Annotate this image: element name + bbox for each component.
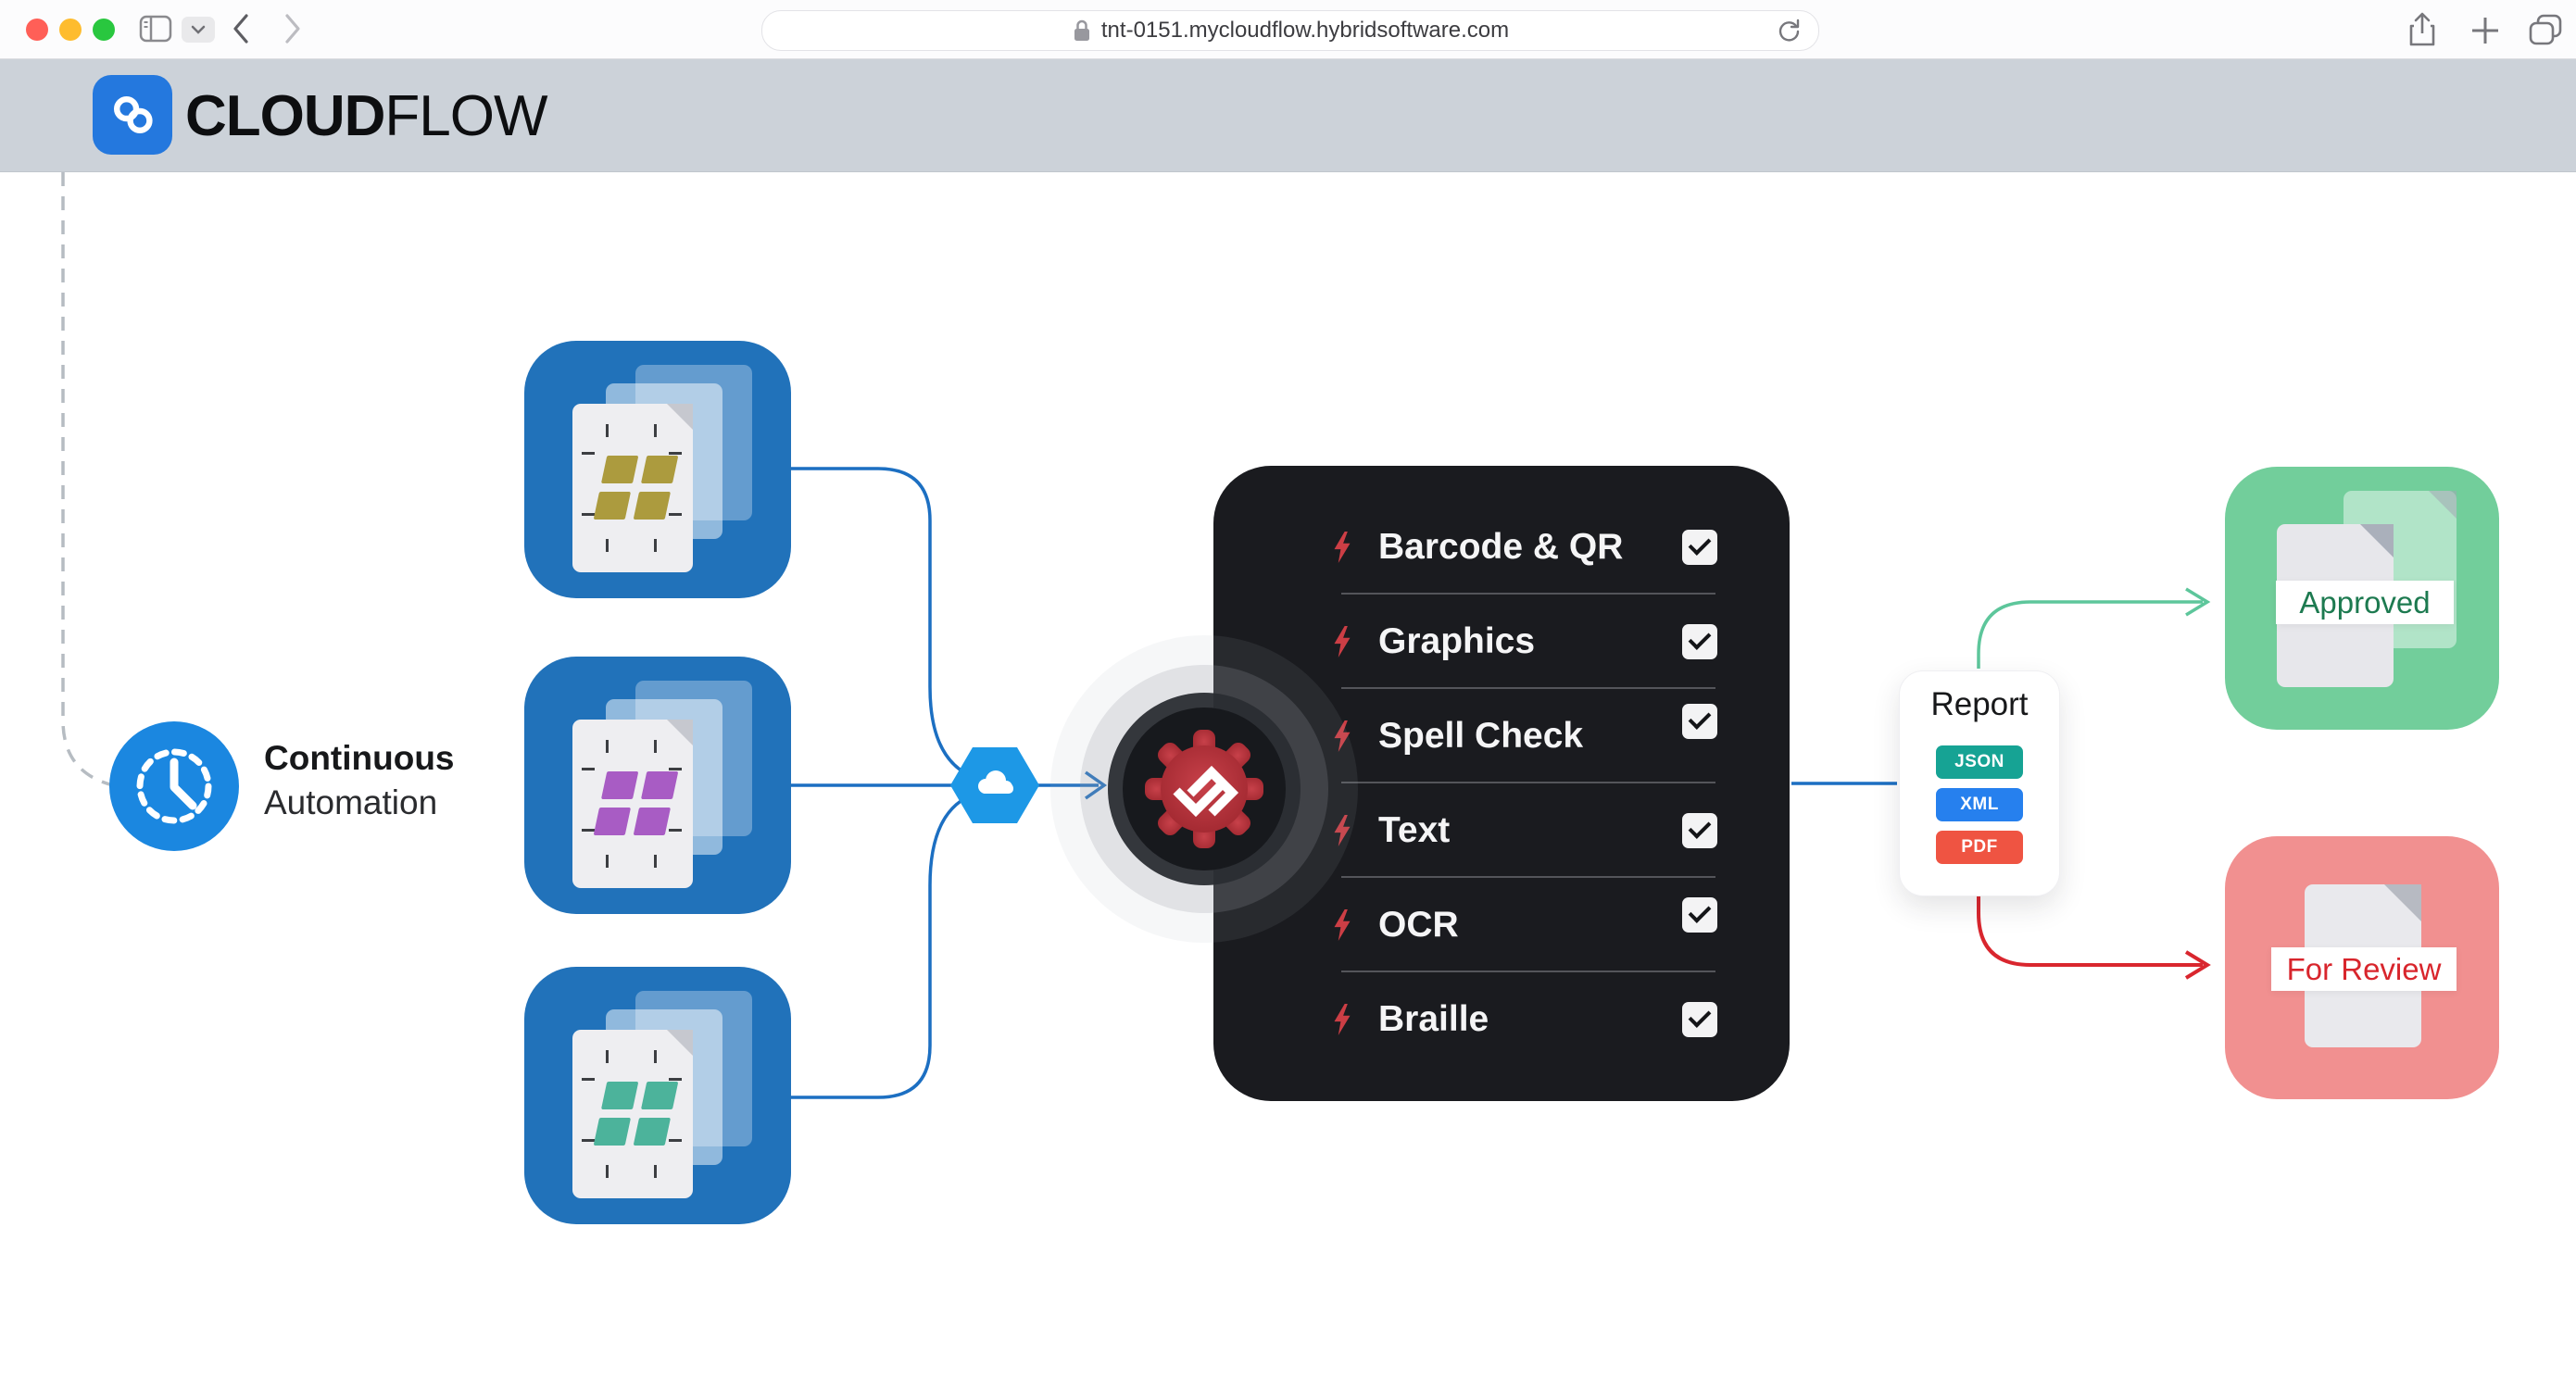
approved-label: Approved bbox=[2299, 584, 2431, 620]
for-review-banner: For Review bbox=[2271, 947, 2457, 991]
lightning-icon bbox=[1334, 815, 1351, 846]
format-badge-pdf[interactable]: PDF bbox=[1936, 831, 2023, 864]
for-review-label: For Review bbox=[2286, 951, 2442, 986]
brand-word-light: FLOW bbox=[384, 84, 547, 148]
arrowhead-hub-gear bbox=[1084, 770, 1108, 800]
lightning-icon bbox=[1334, 909, 1351, 941]
check-row-graphics: Graphics bbox=[1213, 605, 1790, 679]
tab-overview-icon[interactable] bbox=[2527, 12, 2564, 47]
traffic-light-zoom[interactable] bbox=[93, 19, 115, 41]
format-badge-xml[interactable]: XML bbox=[1936, 788, 2023, 821]
folded-corner bbox=[2360, 524, 2394, 557]
sidebar-toggle-icon[interactable] bbox=[139, 15, 172, 43]
input-files-tile-3 bbox=[524, 967, 791, 1224]
artwork-shapes bbox=[593, 771, 679, 835]
tab-group-dropdown[interactable] bbox=[182, 17, 215, 43]
clock-icon bbox=[136, 748, 212, 824]
approved-banner: Approved bbox=[2276, 581, 2454, 624]
quality-checks-panel: Barcode & QR Graphics Spell Check Text O… bbox=[1213, 466, 1790, 1101]
lightning-icon bbox=[1334, 720, 1351, 752]
check-row-barcode-qr: Barcode & QR bbox=[1213, 510, 1790, 584]
lock-icon bbox=[1074, 19, 1089, 41]
connector-tile1-hub bbox=[791, 467, 976, 780]
cloud-icon bbox=[978, 770, 1013, 794]
folded-corner bbox=[667, 720, 693, 745]
connector-report-approved bbox=[1977, 600, 2203, 669]
checkbox-braille[interactable] bbox=[1682, 1002, 1717, 1037]
traffic-light-close[interactable] bbox=[26, 19, 48, 41]
back-button[interactable] bbox=[232, 13, 250, 44]
app-header: CLOUDFLOW bbox=[0, 59, 2576, 172]
document-front bbox=[572, 720, 693, 888]
folded-corner bbox=[667, 1030, 693, 1056]
address-bar[interactable]: tnt-0151.mycloudflow.hybridsoftware.com bbox=[761, 10, 1819, 51]
check-row-spell-check: Spell Check bbox=[1213, 699, 1790, 773]
check-label: OCR bbox=[1378, 905, 1459, 945]
document-front bbox=[572, 1030, 693, 1198]
check-label: Text bbox=[1378, 810, 1451, 850]
checkbox-graphics[interactable] bbox=[1682, 624, 1717, 659]
checkbox-spell-check[interactable] bbox=[1682, 704, 1717, 739]
check-label: Spell Check bbox=[1378, 716, 1584, 756]
share-icon[interactable] bbox=[2406, 11, 2438, 48]
trigger-label-line2: Automation bbox=[264, 783, 438, 821]
reload-icon[interactable] bbox=[1776, 18, 1802, 44]
badge-label: JSON bbox=[1954, 752, 2004, 771]
browser-chrome: tnt-0151.mycloudflow.hybridsoftware.com bbox=[0, 0, 2576, 59]
checkbox-text[interactable] bbox=[1682, 813, 1717, 848]
lightning-icon bbox=[1334, 626, 1351, 657]
document-front bbox=[572, 404, 693, 572]
folded-corner bbox=[667, 404, 693, 430]
report-title: Report bbox=[1930, 686, 2029, 722]
continuous-automation-node bbox=[109, 721, 239, 851]
connector-tile3-hub bbox=[791, 792, 976, 1099]
artwork-shapes bbox=[593, 456, 679, 520]
cloudflow-logo-icon bbox=[114, 96, 153, 133]
brand-title: CLOUDFLOW bbox=[185, 83, 548, 149]
badge-label: PDF bbox=[1961, 837, 1998, 857]
hexagon bbox=[950, 747, 1039, 823]
processor-node bbox=[1123, 708, 1286, 870]
checkbox-ocr[interactable] bbox=[1682, 896, 1717, 933]
badge-label: XML bbox=[1960, 795, 1999, 814]
checkmark-glyph bbox=[1173, 765, 1239, 818]
checkbox-barcode-qr[interactable] bbox=[1682, 530, 1717, 565]
cloudflow-logo[interactable] bbox=[93, 75, 172, 155]
check-label: Braille bbox=[1378, 999, 1489, 1039]
new-tab-icon[interactable] bbox=[2469, 15, 2501, 46]
forward-button[interactable] bbox=[283, 13, 302, 44]
check-label: Graphics bbox=[1378, 621, 1536, 661]
check-row-ocr: OCR bbox=[1213, 888, 1790, 962]
approved-card: Approved bbox=[2225, 467, 2499, 730]
for-review-card: For Review bbox=[2225, 836, 2499, 1099]
trigger-label-line1: Continuous bbox=[264, 739, 455, 777]
report-card: Report JSON XML PDF bbox=[1899, 670, 2060, 896]
cloud-hub-node bbox=[950, 747, 1039, 823]
input-files-tile-1 bbox=[524, 341, 791, 598]
input-files-tile-2 bbox=[524, 657, 791, 914]
check-row-braille: Braille bbox=[1213, 983, 1790, 1057]
dashed-trigger-line bbox=[61, 172, 129, 790]
traffic-light-minimize[interactable] bbox=[59, 19, 82, 41]
check-label: Barcode & QR bbox=[1378, 527, 1624, 567]
arrowhead-approved bbox=[2185, 587, 2211, 617]
lightning-icon bbox=[1334, 1004, 1351, 1035]
url-text: tnt-0151.mycloudflow.hybridsoftware.com bbox=[1100, 18, 1510, 43]
folded-corner bbox=[2384, 884, 2421, 921]
chevron-down-icon bbox=[191, 25, 206, 34]
connector-report-review bbox=[1977, 896, 2203, 967]
artwork-shapes bbox=[593, 1082, 679, 1146]
check-row-text: Text bbox=[1213, 794, 1790, 868]
arrowhead-review bbox=[2184, 950, 2211, 980]
lightning-icon bbox=[1334, 532, 1351, 563]
gear-icon bbox=[1145, 730, 1263, 848]
format-badge-json[interactable]: JSON bbox=[1936, 745, 2023, 779]
brand-word-bold: CLOUD bbox=[185, 84, 385, 148]
